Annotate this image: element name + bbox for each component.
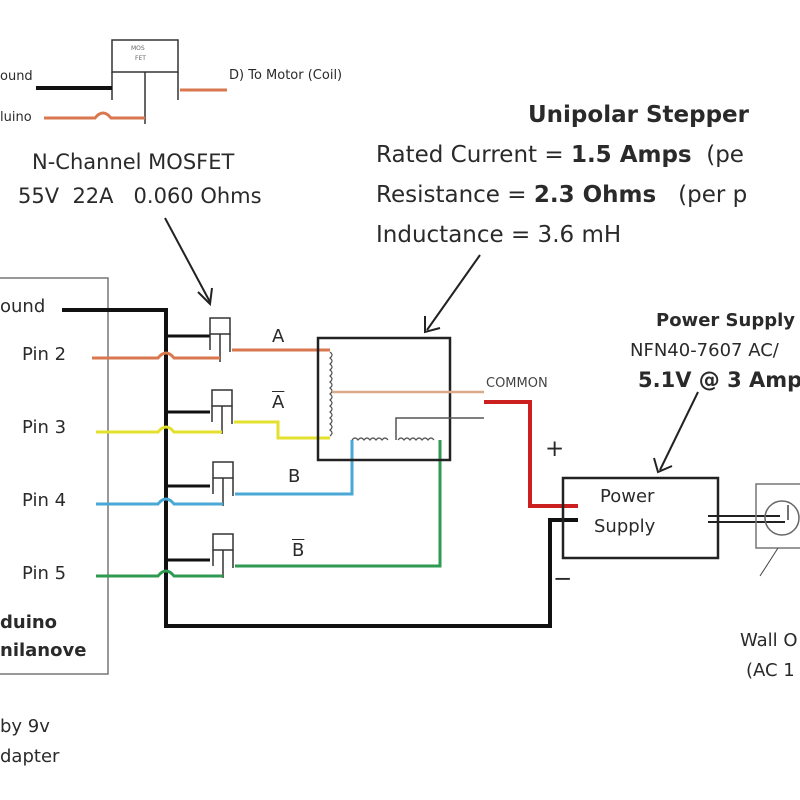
wall-outlet-label-1: Wall O [740,630,798,651]
psu-box-label-1: Power [600,486,655,507]
arduino-power-note-2: dapter [0,746,60,767]
coil-a-label: A [272,326,285,347]
psu-plus-label: + [545,436,565,462]
coil-a-winding [329,351,333,437]
psu-rating: 5.1V @ 3 Amp [638,368,800,392]
arduino-board [0,277,109,675]
legend-drain-label: D) To Motor (Coil) [229,68,343,83]
wire-pin5 [96,569,223,578]
wire-positive [484,400,578,508]
arduino-name-1: duino [0,612,58,633]
wall-outlet [755,483,800,549]
wire-coil-b-bar [235,440,442,568]
mosfet-pointer-arrow [164,217,211,303]
legend-mosfet-label-2: FET [135,55,146,62]
legend-ground-label: ound [0,69,33,84]
stepper-rated-current: Rated Current = 1.5 Amps (pe [376,142,744,168]
psu-box-label-2: Supply [594,516,656,537]
legend-arduino-label: luino [0,110,32,125]
power-supply-box [561,476,720,560]
stepper-title: Unipolar Stepper [528,102,749,128]
psu-title: Power Supply [656,310,795,331]
stepper-inductance: Inductance = 3.6 mH [376,222,622,248]
rated-current-value: 1.5 Amps [570,142,692,168]
coil-b-bar-label: B [292,540,305,561]
stepper-pointer-arrow [426,254,481,331]
coil-a-bar-label: A [272,392,285,413]
wire-pin3 [96,425,222,434]
arduino-pin-5: Pin 5 [22,563,67,584]
legend-arduino-wire [44,111,145,120]
wall-outlet-label-2: (AC 1 [746,660,795,681]
coil-b-winding [351,437,435,441]
psu-minus-label: − [553,566,573,592]
wire-pin2 [92,351,220,360]
psu-model: NFN40-7607 AC/ [630,340,779,361]
stepper-resistance: Resistance = 2.3 Ohms (per p [376,182,748,208]
arduino-pin-2: Pin 2 [22,344,67,365]
legend-mosfet-label-1: MOS [131,45,145,52]
mosfet-spec-ratings: 55V 22A 0.060 Ohms [18,184,262,208]
mosfet-b [212,461,234,506]
wire-coil-a-bar [234,420,330,440]
wire-coil-b [235,440,354,496]
coil-b-label: B [288,466,301,487]
mosfet-a-bar [211,389,233,434]
mosfet-b-bar [212,533,234,578]
arduino-power-note-1: by 9v [0,716,50,737]
resistance-value: 2.3 Ohms [533,182,657,208]
wire-common-b [395,417,484,440]
arduino-pin-4: Pin 4 [22,490,67,511]
arduino-pin-3: Pin 3 [22,417,67,438]
ground-bus [62,308,578,628]
wire-pin4 [96,497,223,506]
common-label: COMMON [486,376,548,391]
outlet-socket-icon [764,500,800,536]
psu-pointer-arrow [659,391,699,471]
mosfet-a [209,317,231,362]
mosfet-spec-title: N-Channel MOSFET [32,150,235,174]
stepper-motor [316,336,452,462]
outlet-pointer [759,547,779,577]
arduino-ground-label: ound [0,296,46,317]
arduino-name-2: nilanove [0,640,87,661]
